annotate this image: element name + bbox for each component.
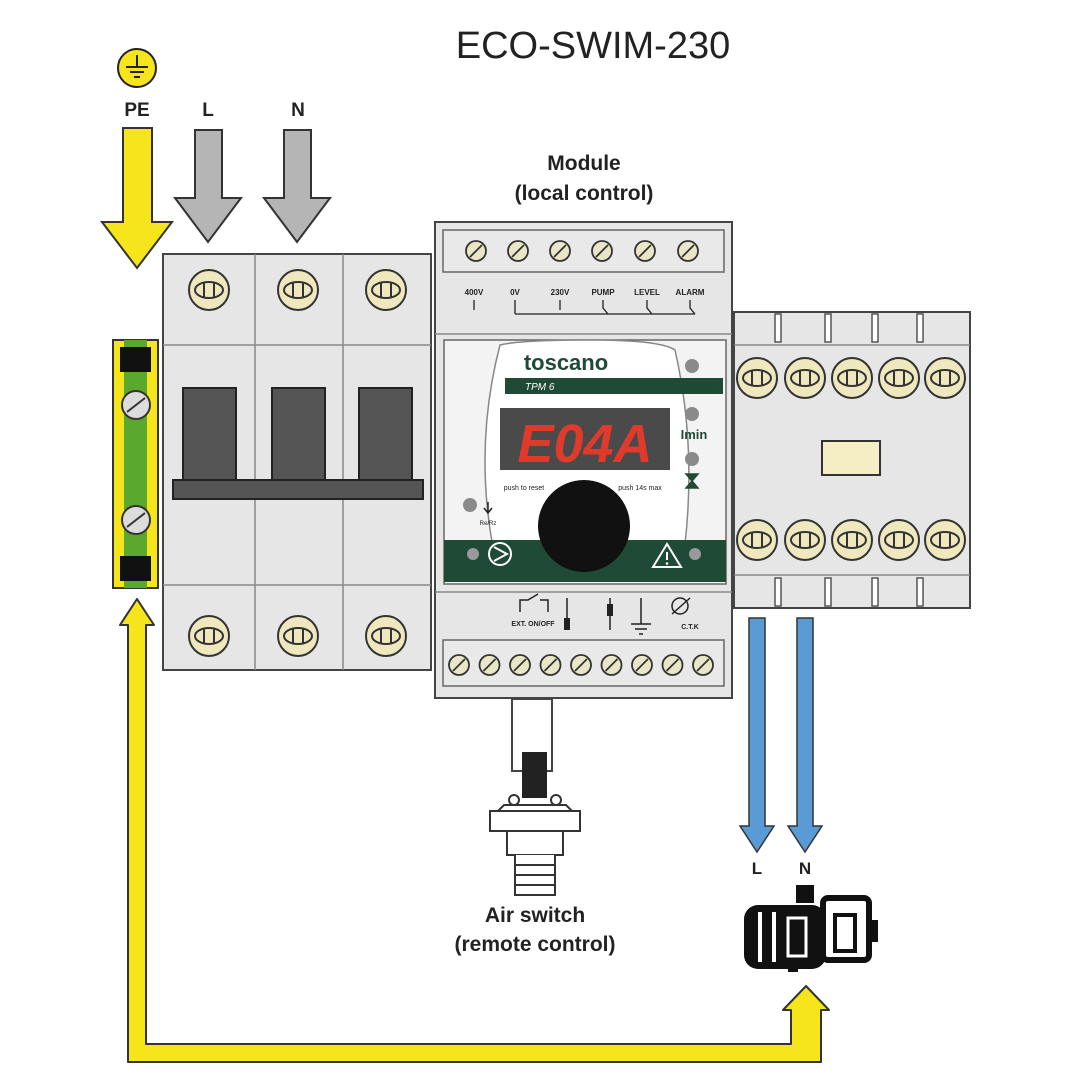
terminal-screw-icon (784, 357, 826, 399)
ctk-label: C.T.K (681, 624, 699, 631)
terminal-screw-icon (736, 519, 778, 561)
terminal-label-400v: 400V (465, 288, 484, 297)
n-input-label: N (291, 100, 305, 121)
small-screw-icon (631, 654, 653, 676)
led-display (500, 408, 670, 470)
small-screw-icon (549, 240, 571, 262)
small-screw-icon (507, 240, 529, 262)
circuit-breaker (162, 253, 432, 671)
imin-led-icon (685, 407, 699, 421)
diagram-title: ECO-SWIM-230 (456, 25, 730, 67)
terminal-screw-icon (878, 519, 920, 561)
contactor-slot (774, 313, 782, 343)
terminal-screw-icon (365, 615, 407, 657)
brand-logo: toscano (524, 350, 608, 375)
pe-label: PE (124, 100, 149, 121)
timer-led-icon (685, 452, 699, 466)
terminal-label-pump: PUMP (591, 288, 615, 297)
l-arrow-icon (173, 129, 243, 244)
small-screw-icon (465, 240, 487, 262)
pump-motor-icon (744, 885, 878, 972)
terminal-screw-icon (736, 357, 778, 399)
terminal-screw-icon (277, 615, 319, 657)
alarm-led-icon (689, 548, 701, 560)
terminal-screw-icon (188, 269, 230, 311)
air-switch-caption-line2: (remote control) (454, 933, 615, 956)
n-output-label: N (799, 859, 811, 878)
terminal-label-alarm: ALARM (676, 288, 705, 297)
contactor-slot (871, 313, 879, 343)
terminal-screw-icon (924, 357, 966, 399)
terminal-screw-icon (878, 357, 920, 399)
warning-icon (651, 542, 683, 568)
push-to-reset-label: push to reset (504, 485, 545, 492)
rerz-arrow-icon (483, 502, 493, 515)
terminal-screw-icon (831, 357, 873, 399)
module-top-screws (465, 240, 699, 262)
n-arrow-icon (262, 129, 332, 244)
contactor-screws (736, 357, 966, 561)
contactor-slot (824, 577, 832, 607)
earth-terminal-block (112, 339, 159, 589)
contactor-slot (824, 313, 832, 343)
terminal-screw-icon (924, 519, 966, 561)
air-switch-caption-line1: Air switch (485, 904, 585, 927)
l-output-label: L (752, 859, 762, 878)
small-screw-icon (677, 240, 699, 262)
small-screw-icon (539, 654, 562, 676)
hourglass-icon (684, 473, 700, 489)
rerz-led-icon (463, 498, 477, 512)
small-screw-icon (570, 654, 592, 676)
contactor (733, 311, 971, 609)
terminal-screw-icon (365, 269, 407, 311)
breaker-screws (188, 269, 407, 657)
bottom-terminal-symbols (519, 593, 691, 635)
small-screw-icon (591, 240, 613, 262)
small-screw-icon (661, 654, 684, 676)
pump-symbol-icon (488, 542, 512, 566)
control-knob[interactable] (538, 480, 630, 572)
module-caption-line1: Module (547, 152, 621, 175)
earth-symbol-icon (117, 48, 157, 88)
contactor-slot (916, 577, 924, 607)
module-caption-line2: (local control) (515, 182, 654, 205)
module-bottom-screws (448, 654, 714, 676)
ext-onoff-label: EXT. ON/OFF (511, 621, 555, 628)
rerz-label: Re/Rz (480, 521, 497, 527)
air-switch (489, 698, 581, 896)
small-screw-icon (509, 654, 531, 676)
pump-led-icon (467, 548, 479, 560)
terminal-screw-icon (277, 269, 319, 311)
terminal-label-230v: 230V (551, 288, 570, 297)
contactor-slot (871, 577, 879, 607)
contactor-slot (774, 577, 782, 607)
imax-label: Imax (679, 380, 709, 395)
imin-label: Imin (681, 427, 708, 442)
terminal-screw-icon (188, 615, 230, 657)
small-screw-icon (448, 654, 470, 676)
terminal-screw-icon (831, 519, 873, 561)
imax-led-icon (685, 359, 699, 373)
small-screw-icon (692, 654, 714, 676)
contactor-slot (916, 313, 924, 343)
terminal-screw-icon (784, 519, 826, 561)
small-screw-icon (600, 654, 623, 676)
n-output-arrow-icon (786, 617, 824, 854)
small-screw-icon (634, 240, 656, 262)
l-output-arrow-icon (738, 617, 776, 854)
terminal-label-0v: 0V (510, 288, 520, 297)
model-label: TPM 6 (525, 382, 555, 393)
module-terminal-labels: 400V 0V 230V PUMP LEVEL ALARM (465, 288, 705, 315)
l-input-label: L (202, 100, 214, 121)
pe-arrow-icon (99, 127, 175, 270)
earth-return-wire (119, 598, 830, 1063)
contactor-slots (774, 313, 924, 607)
push-max-label: push 14s max (618, 485, 662, 492)
terminal-label-level: LEVEL (634, 288, 660, 297)
display-value: E04A (517, 414, 652, 474)
small-screw-icon (478, 654, 501, 676)
